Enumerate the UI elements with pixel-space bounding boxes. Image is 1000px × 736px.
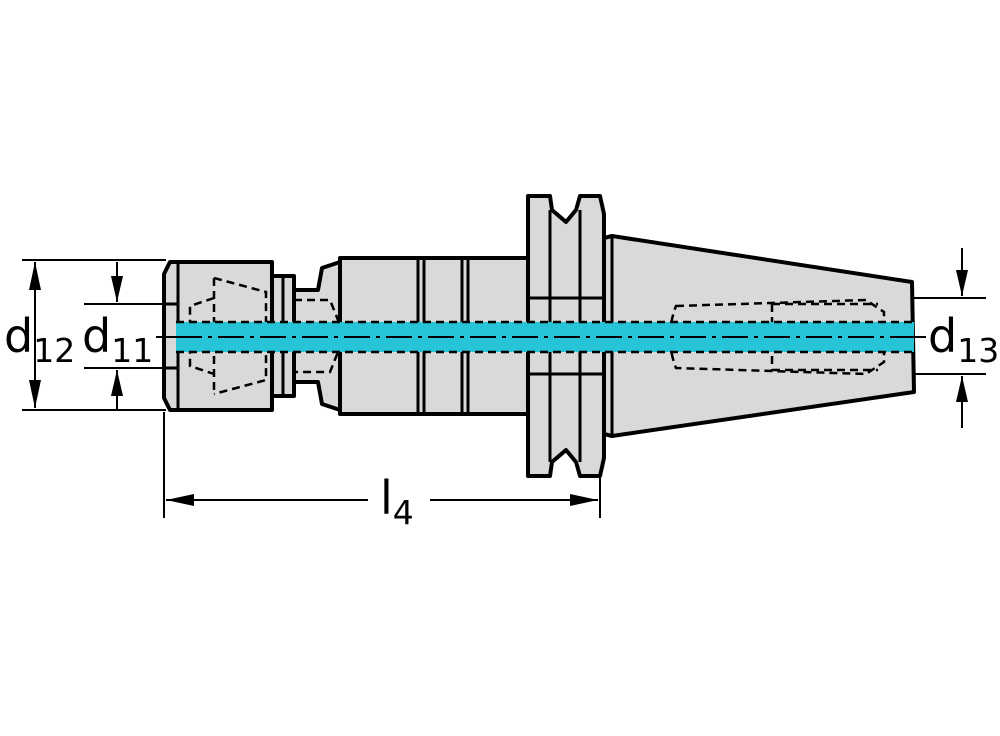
label-d13: d13 — [928, 309, 999, 370]
label-l4: l4 — [380, 471, 414, 532]
shank-body — [292, 256, 530, 416]
coolant-channel — [176, 320, 914, 354]
dimension-d11 — [84, 262, 176, 410]
dimension-d12 — [22, 259, 166, 411]
dimension-d13 — [914, 248, 986, 428]
dimension-l4 — [163, 412, 601, 518]
label-d12: d12 — [4, 309, 75, 370]
label-d11: d11 — [82, 309, 153, 370]
